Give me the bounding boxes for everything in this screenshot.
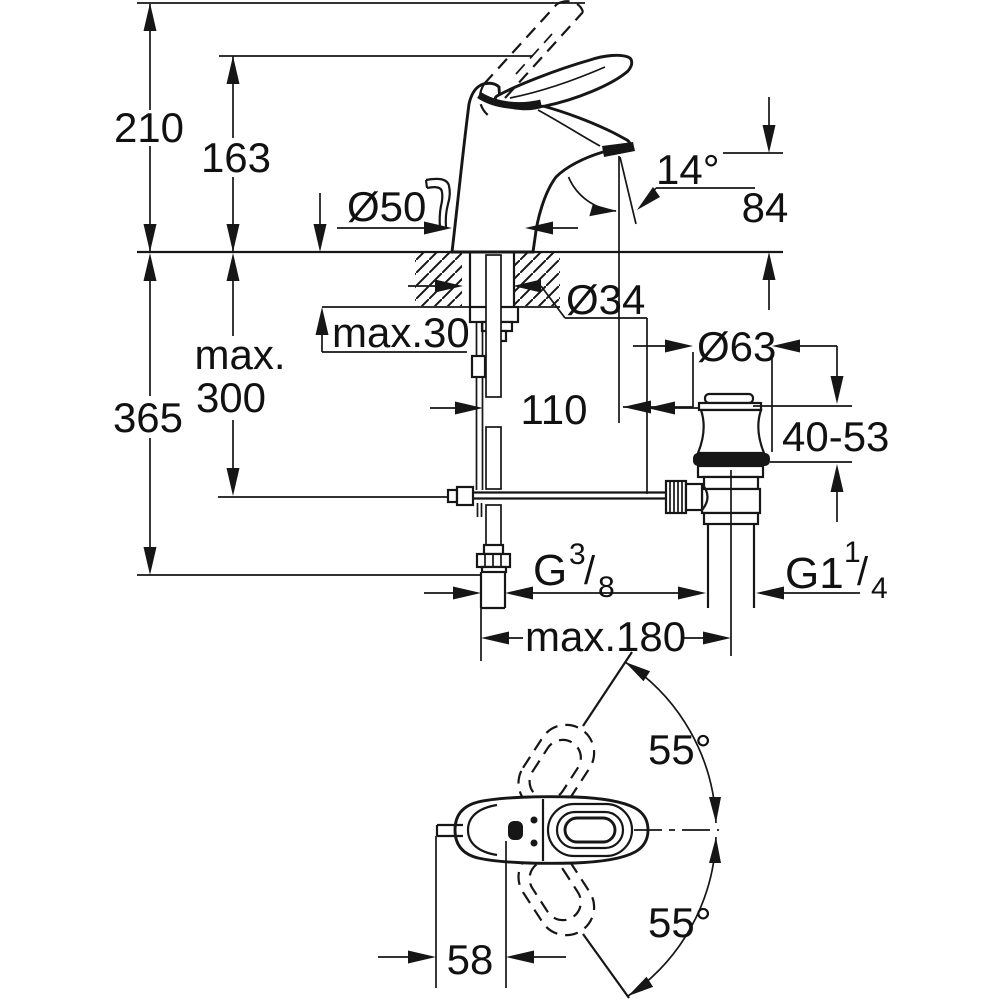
dimension-swing-55: 55° 55° [582,651,721,999]
dim-waste-thread-num: 1 [844,536,861,569]
pop-up-knob [424,177,451,229]
pop-up-rod [446,322,666,517]
dimension-max300: max. 300 [194,253,286,496]
dim-projection-label: max.180 [525,613,686,660]
dim-supply-thread-g: G [533,546,567,595]
aerator [602,142,635,157]
dim-rod-length-label-2: 300 [196,374,266,421]
rod-adjust-knob [664,479,688,515]
dim-spray-angle-label: 14° [656,146,720,193]
dimension-365: 365 [113,253,183,575]
dimension-g114: G1 1 / 4 [678,536,888,605]
lever-base-shadow [477,91,542,110]
faucet-outline [424,0,637,423]
dimension-84: 84 [742,97,789,310]
dim-supply-thread-num: 3 [569,538,586,571]
dim-hose-offset-label: 110 [521,386,588,433]
dim-waste-cap-diameter-label: Ø63 [697,323,776,370]
dim-waste-thread-den: 4 [871,572,888,605]
dim-supply-thread-den: 8 [598,571,615,604]
plan-outline [435,795,650,865]
waste-seal [693,453,770,466]
dim-waste-adjust-label: 40-53 [782,413,889,460]
dimension-210: 210 [114,3,184,252]
dim-handle-offset-label: 58 [447,936,494,983]
plan-pivot [508,821,523,840]
dimension-58: 58 [378,836,566,988]
dimension-g38: G 3 / 8 [424,538,678,604]
dim-lever-height-label: 163 [201,134,271,181]
dim-swing-lower-label: 55° [648,899,712,946]
plan-screw-dot [530,839,538,847]
dim-overall-height-label: 210 [114,104,184,151]
dimension-40-53: 40-53 [753,346,889,522]
dim-waste-thread-slash: / [857,550,869,594]
dimension-max180: max.180 [480,600,731,661]
handle-ring [546,802,634,858]
dim-hole-diameter-label: Ø34 [566,276,645,323]
side-view: 210 163 Ø50 14° 84 max [113,0,889,661]
dim-swing-upper-label: 55° [648,726,712,773]
plan-screw-dot [530,816,538,824]
dim-waste-thread-g: G1 [785,549,844,598]
dim-outlet-height-label: 84 [742,184,789,231]
drain-assembly [664,392,770,656]
dimension-diam34: Ø34 [408,276,648,494]
stream-tilt-line [619,156,637,225]
dimension-diam63: Ø63 [623,323,837,452]
plan-view: 55° 55° 58 [378,651,721,999]
plan-rod-tab [435,823,463,838]
dim-rod-length-label-1: max. [194,331,285,378]
dim-total-depth-label: 365 [113,394,183,441]
dimension-diam50: Ø50 [337,183,578,235]
supply-hose [475,254,512,610]
stream-swing-arc [567,176,617,212]
lever-handle-raised [478,0,585,117]
dimension-max30: max.30 [313,193,470,356]
lever-handle [493,53,634,110]
dim-supply-thread-slash: / [584,549,596,593]
dimension-14deg: 14° [637,146,755,210]
dimension-110: 110 [430,386,700,433]
dim-body-diameter-label: Ø50 [347,183,426,230]
dimension-163: 163 [201,56,271,252]
dim-deck-thickness-label: max.30 [332,309,470,356]
